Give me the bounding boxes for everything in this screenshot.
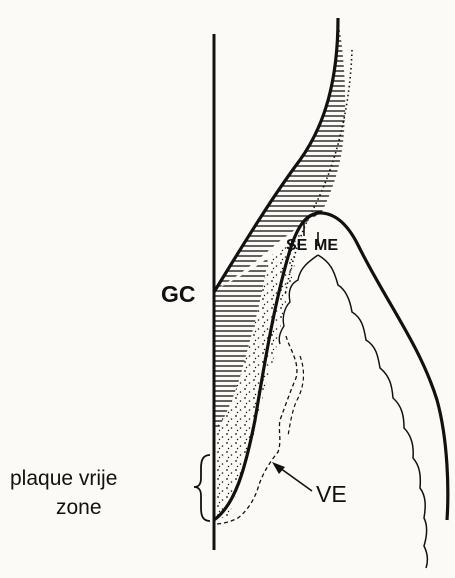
plaque-label-line2: zone [56,496,102,519]
ve-label: VE [316,481,347,507]
plaque-label-line1: plaque vrije [10,467,117,490]
me-label: ME [314,237,338,254]
ve-arrow-line [280,468,312,491]
curly-brace [194,455,210,521]
wavy-epithelium-line [318,255,427,568]
se-label: SE [286,237,308,254]
gc-label: GC [161,281,196,307]
ve-arrowhead [272,462,285,474]
dashed-outline-lower-2 [288,356,303,436]
